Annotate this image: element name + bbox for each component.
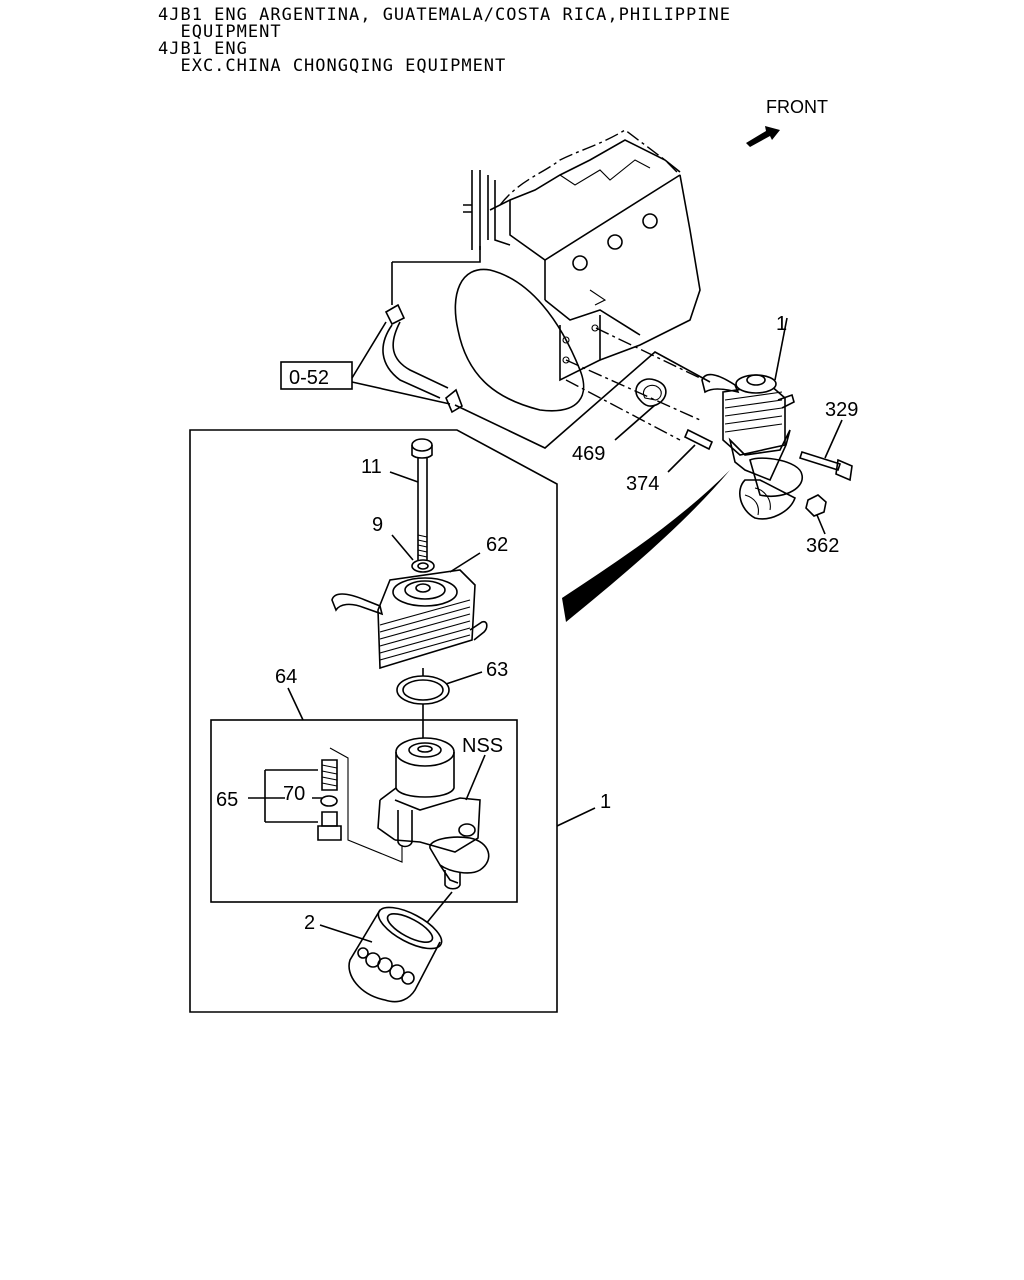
leader-374 [667, 444, 696, 473]
leader-329 [824, 419, 843, 459]
callout-70: 70 [283, 783, 305, 805]
relief-valve-parts [317, 747, 403, 863]
callout-374: 374 [626, 473, 659, 495]
header-line-3: 4JB1 ENG [158, 39, 248, 59]
callout-2: 2 [304, 912, 315, 934]
sweep-arrow-icon [562, 470, 730, 622]
bolt-11 [411, 438, 433, 560]
ref-box-leaders [351, 321, 451, 405]
front-arrow-icon [746, 126, 780, 147]
leader-65-70 [248, 769, 322, 823]
callout-62: 62 [486, 534, 508, 556]
callout-65: 65 [216, 789, 238, 811]
nut-362 [805, 494, 827, 517]
leader-1-top [774, 317, 788, 381]
leader-63 [445, 671, 483, 685]
callout-9: 9 [372, 514, 383, 536]
oil-cooler-62 [331, 569, 488, 670]
oil-filter-2 [348, 906, 443, 1003]
callout-329: 329 [825, 399, 858, 421]
bolt-329 [798, 451, 842, 471]
subassembly-frame-64 [210, 719, 518, 903]
callout-63: 63 [486, 659, 508, 681]
washer-9 [411, 559, 435, 573]
header-line-2: EQUIPMENT [158, 22, 282, 42]
leader-11 [389, 471, 419, 483]
header-line-1: 4JB1 ENG ARGENTINA, GUATEMALA/COSTA RICA… [158, 5, 731, 25]
callout-64: 64 [275, 666, 297, 688]
leader-362 [816, 514, 826, 535]
callout-1-top: 1 [776, 313, 787, 335]
leader-nss [465, 754, 486, 801]
leader-9 [391, 534, 414, 561]
leader-64 [287, 687, 304, 721]
ref-box-frame [280, 361, 353, 390]
callout-11: 11 [361, 456, 382, 478]
front-label: FRONT [766, 97, 828, 117]
gasket-469 [635, 378, 667, 407]
leader-469 [614, 404, 656, 441]
callout-469: 469 [572, 443, 605, 465]
stud-374 [683, 428, 714, 451]
ref-box-label: 0-52 [289, 367, 329, 389]
callout-1-side: 1 [600, 791, 611, 813]
leader-62 [449, 552, 481, 573]
callout-nss: NSS [462, 735, 503, 757]
engine-assembly [382, 129, 711, 449]
detail-frame [189, 429, 558, 1013]
filter-housing-nss [377, 737, 490, 890]
axis-line-lower [424, 891, 453, 926]
leader-1-side [556, 807, 596, 827]
callout-362: 362 [806, 535, 839, 557]
header-line-4: EXC.CHINA CHONGQING EQUIPMENT [158, 56, 507, 76]
oil-cooler-assembly-small [701, 373, 803, 520]
leader-2 [319, 924, 373, 943]
